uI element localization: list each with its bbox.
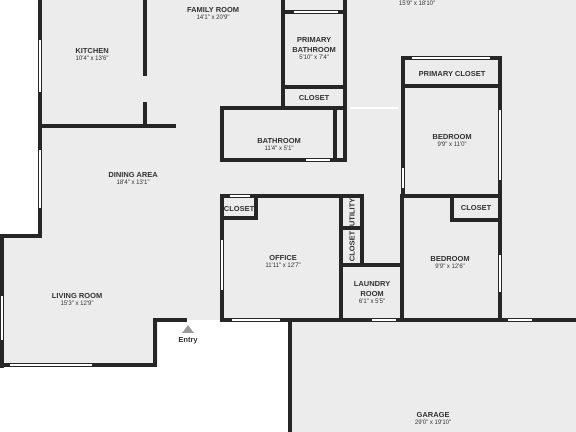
entry-arrow-icon <box>182 325 194 333</box>
laundry-room-label-line1: LAUNDRY <box>353 279 391 288</box>
bedroom-1-dimensions: 9'9" x 11'0" <box>437 142 467 148</box>
bathroom-dimensions: 11'4" x 5'1" <box>264 146 294 152</box>
bathroom-label: BATHROOM <box>257 136 301 145</box>
bedroom-2-label: BEDROOM <box>430 254 470 263</box>
kitchen-dimensions: 10'4" x 13'6" <box>75 56 109 62</box>
bedroom-2-closet-label: CLOSET <box>460 203 492 212</box>
top-right-room-dimensions: 15'9" x 18'10" <box>398 1 436 7</box>
utility-closet-label: CLOSET <box>347 230 357 262</box>
primary-bathroom-label-line1: PRIMARY <box>296 35 332 44</box>
laundry-room-label-line2: ROOM <box>360 289 384 298</box>
living-room-dimensions: 15'3" x 12'9" <box>60 301 94 307</box>
family-room-dimensions: 14'1" x 20'9" <box>196 15 230 21</box>
garage-dimensions: 29'0" x 19'10" <box>414 420 452 426</box>
utility-label: UTILITY <box>347 197 357 227</box>
bedroom-1-label: BEDROOM <box>432 132 472 141</box>
living-room-label: LIVING ROOM <box>51 291 103 300</box>
entry-label: Entry <box>178 335 198 344</box>
office-dimensions: 11'11" x 12'7" <box>265 263 301 269</box>
office-closet-label: CLOSET <box>223 204 255 213</box>
kitchen-label: KITCHEN <box>75 46 109 55</box>
family-room-label: FAMILY ROOM <box>186 5 240 14</box>
laundry-room-dimensions: 6'1" x 5'5" <box>358 299 386 305</box>
primary-bathroom-label-line2: BATHROOM <box>292 45 336 54</box>
primary-closet-label: PRIMARY CLOSET <box>418 69 486 78</box>
bedroom-2-dimensions: 9'9" x 12'6" <box>435 264 465 270</box>
closet-label: CLOSET <box>298 93 330 102</box>
primary-bathroom-dimensions: 5'10" x 7'4" <box>299 55 329 61</box>
office-label: OFFICE <box>269 253 297 262</box>
windows <box>1 11 532 366</box>
dining-area-dimensions: 18'4" x 13'1" <box>116 180 150 186</box>
dining-area-label: DINING AREA <box>108 170 158 179</box>
garage-label: GARAGE <box>416 410 450 419</box>
